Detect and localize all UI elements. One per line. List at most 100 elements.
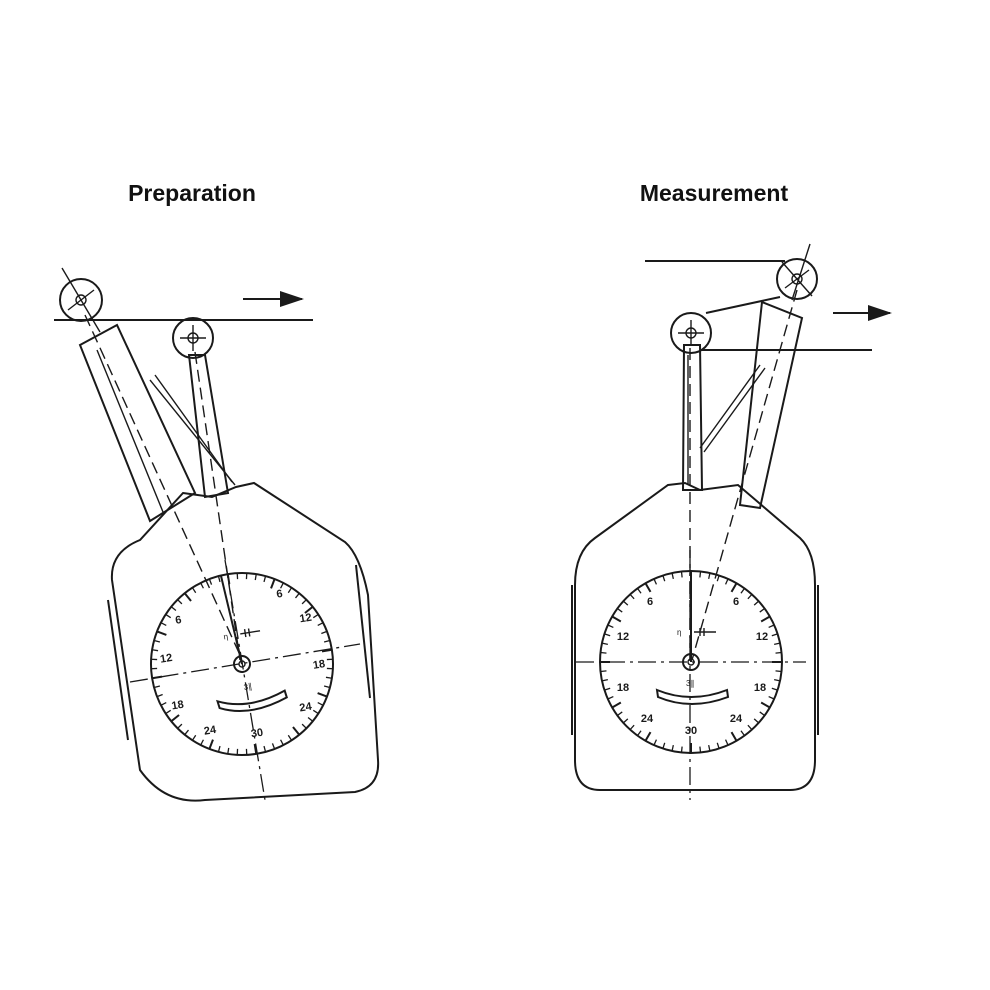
- dial-tick: [708, 572, 711, 579]
- dial-tick: [740, 587, 746, 594]
- dial-tick: [270, 578, 276, 589]
- dial-tick: [753, 600, 760, 606]
- dial-tick: [708, 745, 711, 752]
- dial-tick: [321, 630, 328, 635]
- dial-tick: [607, 624, 614, 629]
- dial-label: 18: [171, 699, 185, 713]
- dial-tick: [644, 731, 652, 742]
- dial-label: 6: [733, 596, 739, 608]
- dial-tick: [747, 724, 753, 731]
- dial-tick: [165, 613, 172, 619]
- dial-tick: [775, 670, 782, 673]
- dial-tick: [326, 658, 333, 661]
- left-grip: [107, 599, 129, 741]
- dial-tick: [323, 685, 331, 689]
- dial-tick: [301, 723, 307, 729]
- dial-label: 24: [730, 713, 743, 725]
- dial-tick: [165, 709, 172, 715]
- left-arm: [78, 323, 197, 523]
- dial-tick: [724, 739, 729, 746]
- dial-tick: [184, 729, 190, 736]
- dial-tick: [636, 730, 642, 737]
- dial-tick: [151, 658, 158, 661]
- dial-tick: [680, 571, 683, 578]
- dial-tick: [227, 747, 230, 754]
- right-arm: [187, 354, 230, 499]
- dial-tick: [236, 573, 239, 580]
- dial-tick: [312, 613, 319, 619]
- dial-tick: [226, 573, 231, 585]
- dial-needle: [219, 574, 243, 665]
- dial-tick: [263, 575, 267, 583]
- dial-tick: [699, 746, 702, 753]
- dial-tick: [644, 582, 652, 593]
- dial-tick: [622, 600, 629, 606]
- dial-face: η 3∥ 6 12 18 24 6 12 18 24 30: [599, 570, 783, 754]
- dial-tick: [287, 587, 293, 594]
- gauge-body: [110, 481, 380, 802]
- right-pulley: [776, 243, 818, 301]
- dial-label: 18: [617, 682, 629, 694]
- dial-label: 6: [174, 614, 182, 627]
- dial-tick: [622, 718, 629, 724]
- dial-tick: [301, 599, 307, 605]
- dial-tick: [629, 593, 635, 600]
- dial-tick: [317, 692, 328, 698]
- dial-tick: [200, 582, 204, 589]
- dial-tick: [160, 622, 167, 626]
- dial-label: 24: [641, 713, 654, 725]
- dial-tick: [217, 575, 221, 583]
- dial-tick: [217, 745, 221, 753]
- dial-tick: [236, 748, 239, 755]
- dial-label: 30: [685, 725, 697, 737]
- dial-label: 12: [159, 652, 173, 666]
- dial-tick: [280, 739, 284, 746]
- dial-label: 12: [617, 631, 629, 643]
- left-pulley: [670, 312, 712, 354]
- dial-tick: [768, 624, 775, 629]
- preparation-gauge: η 3∥ 6 12 18 24 6 12 18 24 30: [54, 267, 380, 802]
- dial-tick: [671, 745, 674, 752]
- left-arm: [681, 344, 704, 491]
- dial-tick: [771, 687, 778, 691]
- right-pulley: [172, 317, 214, 359]
- dial-tick: [170, 714, 180, 723]
- dial-tick: [271, 743, 276, 750]
- dial-tick: [607, 695, 614, 700]
- dial-tick: [245, 748, 248, 755]
- dial-tick: [200, 739, 204, 746]
- dial-tick: [760, 701, 771, 709]
- dial-tick: [254, 574, 257, 581]
- dial-tick: [183, 592, 192, 602]
- dial-label: 18: [754, 682, 766, 694]
- dial-tick: [326, 667, 333, 670]
- dial-tick: [601, 642, 608, 645]
- dial-tick: [151, 667, 158, 670]
- dial-tick: [317, 622, 324, 626]
- dial-tick: [604, 633, 611, 637]
- dial-tick: [616, 607, 623, 613]
- dial-tick: [771, 633, 778, 637]
- dial-label: 6: [276, 588, 284, 601]
- dial-tick: [294, 592, 300, 599]
- dial-tick: [716, 575, 720, 582]
- dial-tick: [601, 679, 608, 682]
- dial-tick: [699, 571, 702, 578]
- dial-tick: [156, 630, 167, 636]
- dial-tick: [759, 607, 766, 613]
- left-pulley: [59, 267, 103, 333]
- dial-tick: [662, 742, 666, 749]
- dial-face: η 3∥ 6 12 18 24 6 12 18 24 30: [150, 572, 334, 756]
- svg-text:η: η: [677, 628, 681, 637]
- dial-tick: [768, 695, 775, 700]
- dial-label: 24: [299, 701, 314, 715]
- dial-tick: [177, 723, 183, 729]
- dial-tick: [304, 605, 314, 614]
- dial-tick: [740, 730, 746, 737]
- dial-tick: [323, 639, 331, 643]
- dial-tick: [680, 746, 683, 753]
- gauge-body: [574, 481, 816, 791]
- dial-tick: [600, 670, 607, 673]
- dial-tick: [253, 743, 258, 755]
- dial-tick: [245, 573, 248, 580]
